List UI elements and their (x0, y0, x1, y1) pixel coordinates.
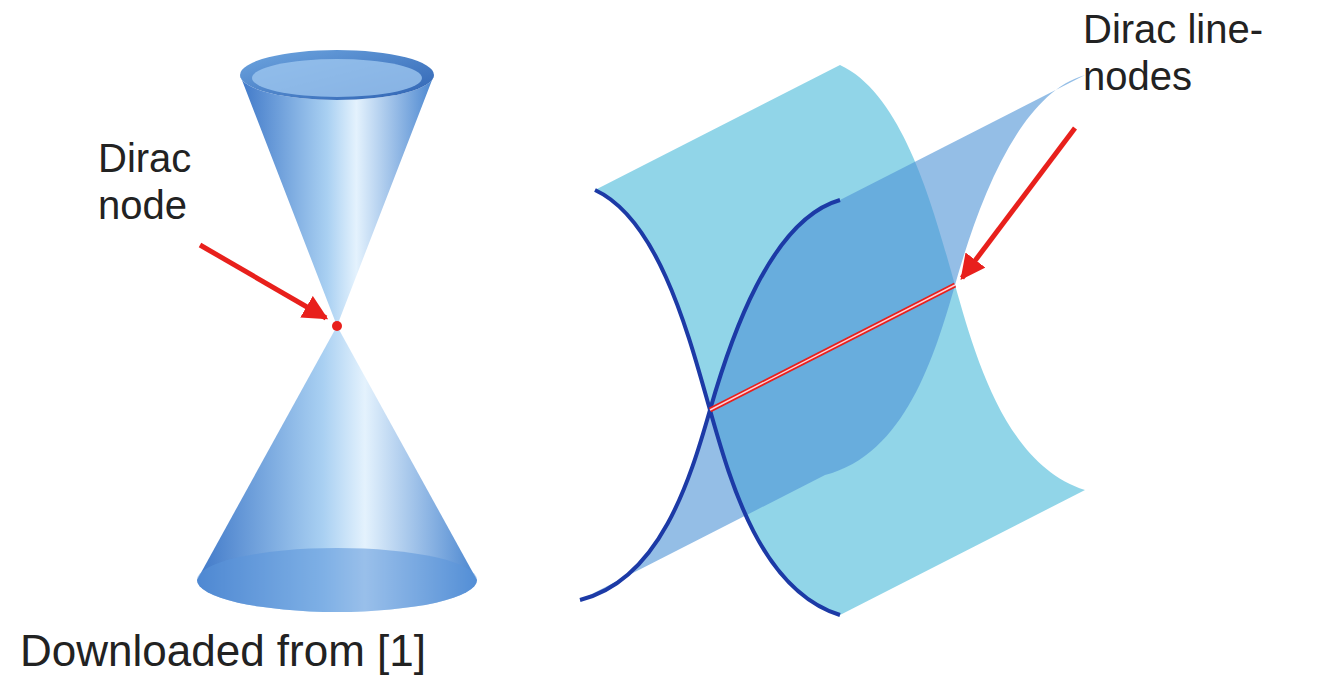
source-note: Downloaded from [1] (20, 625, 426, 677)
upper-cone (240, 75, 434, 326)
line-node-highlight (710, 285, 955, 410)
upper-cone-inside (252, 59, 422, 97)
leader-arrow (962, 128, 1075, 278)
line-node (710, 285, 955, 410)
lower-cone (197, 326, 477, 612)
upper-cone-opening (240, 50, 434, 100)
band-edge (580, 200, 840, 600)
callout-label: Dirac line-nodes (1083, 6, 1313, 100)
dirac-point (332, 321, 342, 331)
callout-label: Dirac node (98, 135, 248, 229)
band-surface (580, 75, 1085, 600)
band-edge (595, 190, 840, 615)
leader-arrow (200, 245, 326, 318)
lower-cone-base (197, 548, 477, 612)
